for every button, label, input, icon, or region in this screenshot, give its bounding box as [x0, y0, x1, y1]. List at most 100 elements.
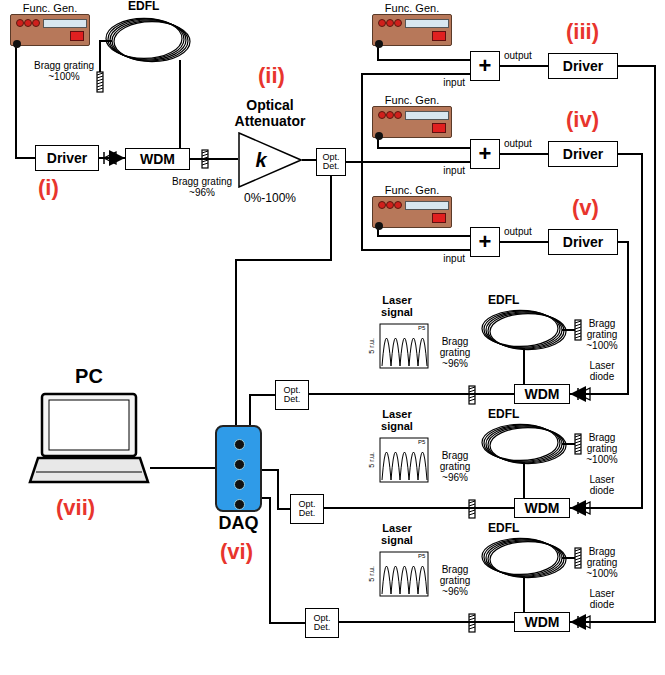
grating-line [575, 444, 581, 446]
knob [386, 111, 394, 119]
grating-line [202, 151, 208, 153]
function-generator: Func. Gen. [372, 106, 452, 138]
node-text: WDM [140, 151, 175, 167]
connector [150, 467, 215, 469]
output-jack [13, 40, 21, 48]
node-text: WDM [525, 386, 560, 402]
grating-line [97, 73, 103, 75]
grating-line [575, 327, 581, 329]
button [432, 123, 446, 133]
port [234, 499, 245, 510]
part-label: Bragg grating ~100% [32, 60, 96, 82]
grating-line [575, 324, 581, 326]
signal-trace [382, 452, 427, 480]
grating-line [469, 390, 475, 392]
part-label: P5 [418, 325, 425, 332]
laptop [28, 392, 150, 486]
connector [500, 153, 548, 155]
connector [302, 159, 316, 161]
grating-line [469, 510, 475, 512]
callout-number: (ii) [258, 64, 285, 88]
signal-plot [380, 438, 428, 482]
fiber-coil [490, 314, 566, 350]
node-text: + [479, 53, 492, 79]
grating-line [575, 561, 581, 563]
function-generator: Func. Gen. [372, 196, 452, 228]
callout-number: (i) [38, 176, 59, 200]
part-label: Laser signal [370, 408, 424, 432]
node-text: + [479, 229, 492, 255]
signal-plot [380, 552, 428, 596]
part-label: Bragg grating ~96% [434, 564, 476, 597]
function-generator: Func. Gen. [10, 14, 90, 46]
bragg-grating [97, 72, 103, 92]
signal-label: input [442, 165, 466, 176]
output-jack [375, 222, 383, 230]
device-box: Driver [548, 141, 618, 167]
detector-box: Opt. Det. [305, 608, 339, 638]
grating-line [575, 450, 581, 452]
device-box: Driver [548, 229, 618, 255]
node-text: Opt. Det. [307, 614, 337, 633]
callout-number: (iv) [566, 108, 599, 132]
part-label: P5 [418, 439, 425, 446]
part-label: Laser signal [370, 294, 424, 318]
grating-line [575, 321, 581, 323]
node-text: Driver [563, 234, 603, 250]
grating-line [575, 564, 581, 566]
node-text: Opt. Det. [292, 500, 322, 519]
connector [339, 621, 514, 623]
button [432, 213, 446, 223]
knob [378, 111, 386, 119]
grating-line [469, 513, 475, 515]
part-label: P5 [418, 553, 425, 560]
connector [346, 162, 470, 250]
button [70, 31, 84, 41]
fiber [523, 462, 525, 498]
callout-number: (iii) [566, 20, 599, 44]
part-label: Bragg grating ~100% [583, 318, 621, 351]
grating-line [575, 555, 581, 557]
bragg-grating [575, 434, 581, 454]
part-label: 5 r.u. [368, 444, 376, 476]
device-box: WDM [514, 612, 570, 632]
knob [378, 19, 386, 27]
grating-line [575, 441, 581, 443]
part-label: 5 r.u. [368, 330, 376, 362]
callout-number: (v) [572, 196, 599, 220]
signal-trace [382, 566, 427, 594]
signal-plot [380, 324, 428, 368]
part-label: Laser diode [583, 360, 621, 382]
knob [394, 111, 402, 119]
connector [309, 393, 514, 395]
part-label: EDFL [488, 408, 519, 421]
grating-line [97, 85, 103, 87]
grating-line [202, 163, 208, 165]
node-heading: 0%-100% [244, 191, 296, 205]
device-box: WDM [125, 148, 190, 170]
part-label: Bragg grating ~96% [434, 336, 476, 369]
connector [500, 241, 548, 243]
bragg-grating [575, 320, 581, 340]
grating-line [202, 160, 208, 162]
knob [386, 201, 394, 209]
display [405, 19, 449, 28]
grating-line [469, 387, 475, 389]
daq-box: DAQ [215, 425, 262, 512]
node-text: Opt. Det. [318, 153, 344, 172]
connector [99, 157, 125, 159]
connector [236, 176, 331, 425]
grating-line [469, 615, 475, 617]
output-jack [375, 132, 383, 140]
knob [386, 19, 394, 27]
node-text: WDM [525, 500, 560, 516]
grating-line [97, 76, 103, 78]
connector [262, 470, 290, 509]
grating-line [469, 504, 475, 506]
signal-label: input [442, 253, 466, 264]
node-heading: Func. Gen. [385, 94, 439, 106]
knob [394, 19, 402, 27]
fiber [179, 60, 181, 148]
triangle-outline [238, 132, 302, 188]
